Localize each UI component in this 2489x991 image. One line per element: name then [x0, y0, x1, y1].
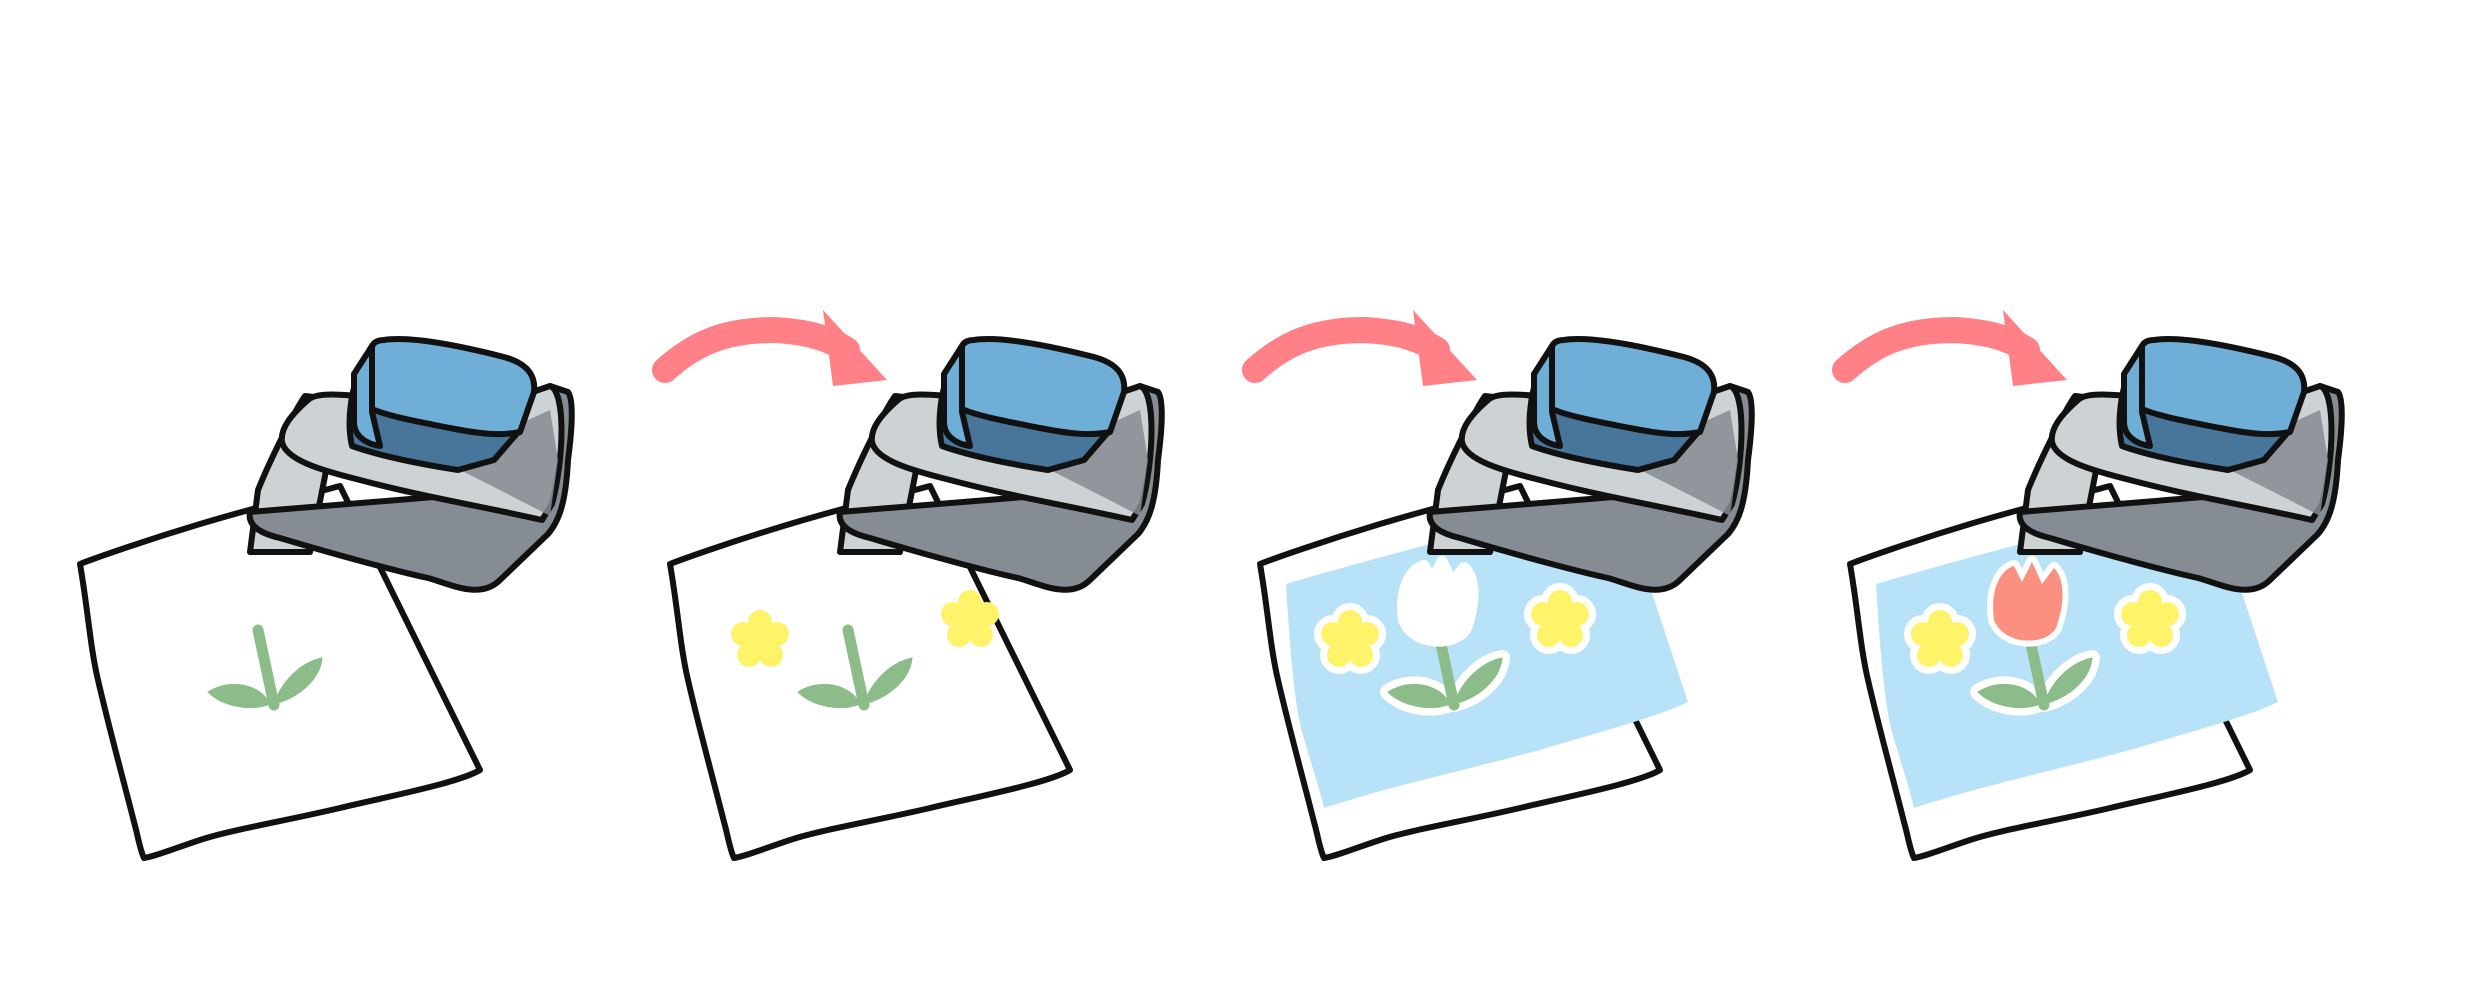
yellow-flower-icon [1321, 610, 1379, 667]
arrows-layer [665, 310, 2067, 386]
step-2 [667, 339, 1162, 861]
white-tulip-icon [1403, 562, 1472, 641]
printer-icon [2020, 339, 2342, 590]
printer-icon [1430, 339, 1752, 590]
steps-layer [77, 339, 2342, 861]
yellow-flower-icon [2121, 590, 2179, 647]
curved-arrow-icon-3 [1845, 310, 2067, 386]
printer-icon [250, 339, 572, 590]
yellow-flower-icon [1531, 590, 1589, 647]
curved-arrow-icon-2 [1255, 310, 1477, 386]
paper-sheet [667, 483, 1073, 861]
step-4 [1847, 339, 2342, 861]
red-tulip-icon [1993, 562, 2062, 641]
paper-sheet [77, 483, 483, 861]
curved-arrow-icon-1 [665, 310, 887, 386]
step-1 [77, 339, 572, 861]
step-3 [1257, 339, 1752, 861]
yellow-flower-icon [1911, 610, 1969, 667]
printer-icon [840, 339, 1162, 590]
